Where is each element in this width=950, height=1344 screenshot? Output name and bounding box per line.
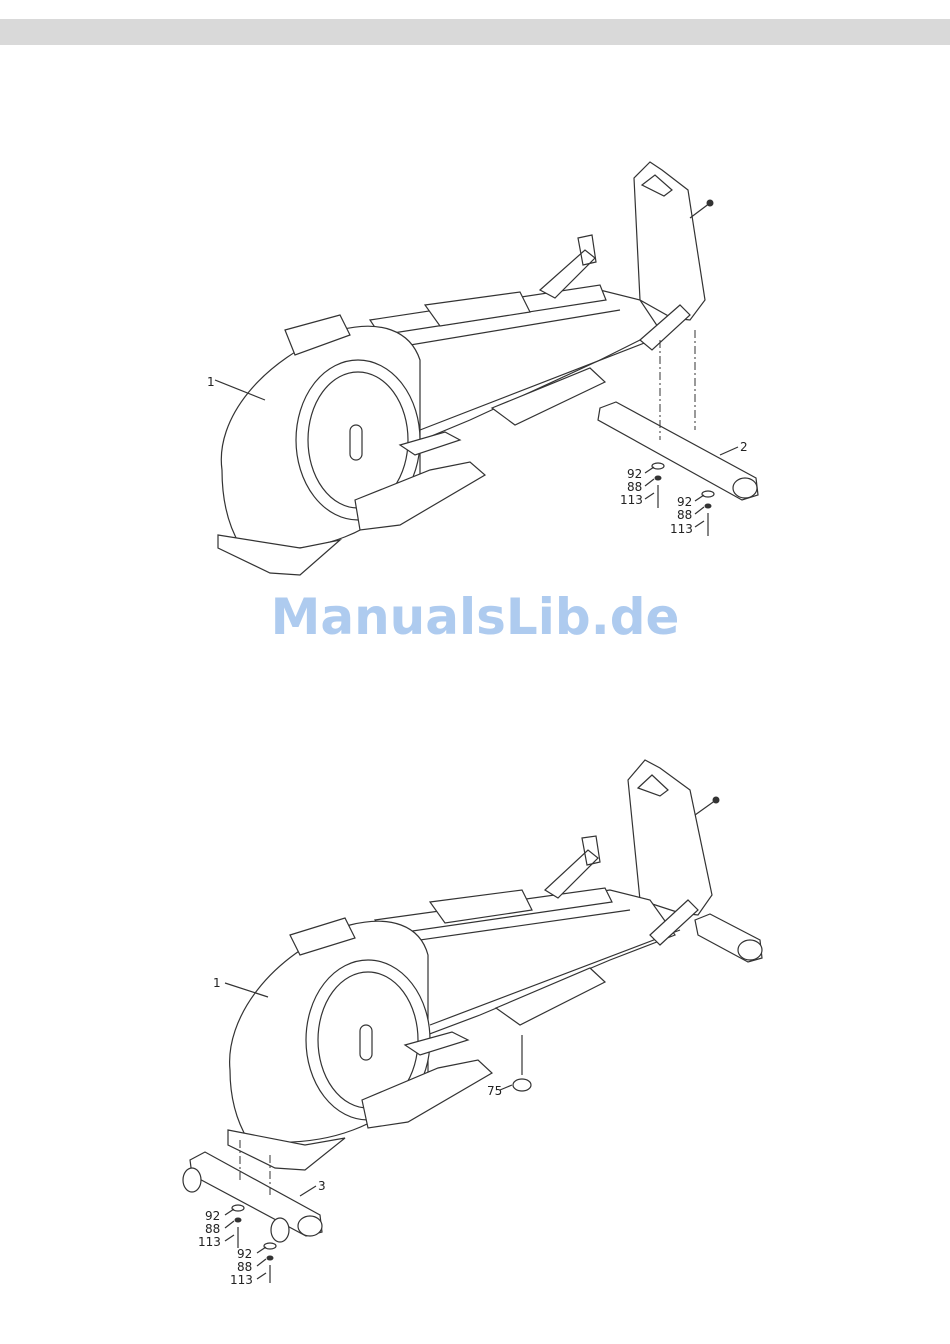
callout-92-left: 92 <box>205 1209 220 1223</box>
callout-92-right: 92 <box>677 495 692 509</box>
callout-1: 1 <box>207 375 215 389</box>
wheel-right <box>271 1218 289 1242</box>
callout-113-right: 113 <box>230 1273 253 1287</box>
leveler-foot <box>513 1079 531 1091</box>
callout-1: 1 <box>213 976 221 990</box>
upright-post <box>628 760 712 915</box>
callout-75: 75 <box>487 1084 502 1098</box>
callout-2: 2 <box>740 440 748 454</box>
callout-3: 3 <box>318 1179 326 1193</box>
callout-88-right: 88 <box>237 1260 252 1274</box>
callout-88-right: 88 <box>677 508 692 522</box>
callout-92-left: 92 <box>627 467 642 481</box>
callout-88-left: 88 <box>627 480 642 494</box>
callout-88-left: 88 <box>205 1222 220 1236</box>
diagram-step-1: 1 2 92 88 113 92 88 113 <box>207 162 758 575</box>
callout-92-right: 92 <box>237 1247 252 1261</box>
callout-113-right: 113 <box>670 522 693 536</box>
callout-113-left: 113 <box>620 493 643 507</box>
watermark: ManualsLib.de <box>0 588 950 646</box>
wheel-left <box>183 1168 201 1192</box>
callout-113-left: 113 <box>198 1235 221 1249</box>
diagram-step-2: 1 3 75 92 88 113 92 88 113 <box>183 760 762 1287</box>
